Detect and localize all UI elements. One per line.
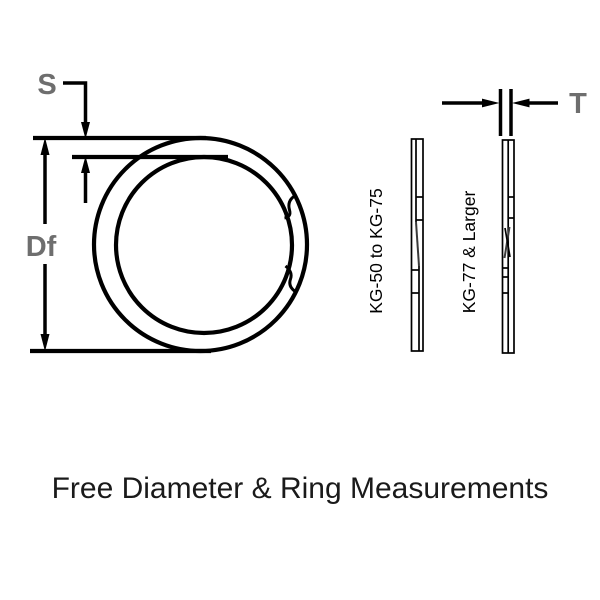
figure-caption: Free Diameter & Ring Measurements — [52, 472, 549, 505]
df-dimension: Df — [26, 137, 57, 352]
s-arrow-up — [81, 156, 90, 173]
ring-outer-circle — [91, 135, 310, 354]
t-arrow-left — [482, 98, 500, 108]
ring-front-view — [30, 135, 310, 354]
s-arrow-down — [81, 122, 90, 139]
s-leader-line — [63, 81, 88, 123]
side-view-small-label: KG-50 to KG-75 — [366, 188, 386, 313]
side-view-large: KG-77 & Larger — [459, 139, 515, 354]
df-label: Df — [26, 231, 57, 263]
side-view-large-label: KG-77 & Larger — [459, 191, 479, 314]
side-view-small-twist — [415, 221, 420, 267]
spiral-end-hook-bottom — [284, 264, 296, 293]
t-arrow-right — [512, 98, 530, 108]
s-label: S — [37, 69, 56, 101]
side-view-large-twist-2 — [504, 227, 511, 258]
side-view-small: KG-50 to KG-75 — [366, 138, 424, 352]
s-dimension: S — [37, 69, 90, 203]
t-label: T — [569, 88, 587, 120]
ring-inner-circle — [113, 154, 295, 336]
df-arrow-up — [40, 137, 50, 155]
spiral-end-hook-top — [284, 194, 296, 220]
t-dimension: T — [442, 88, 587, 136]
df-arrow-down — [40, 334, 50, 352]
